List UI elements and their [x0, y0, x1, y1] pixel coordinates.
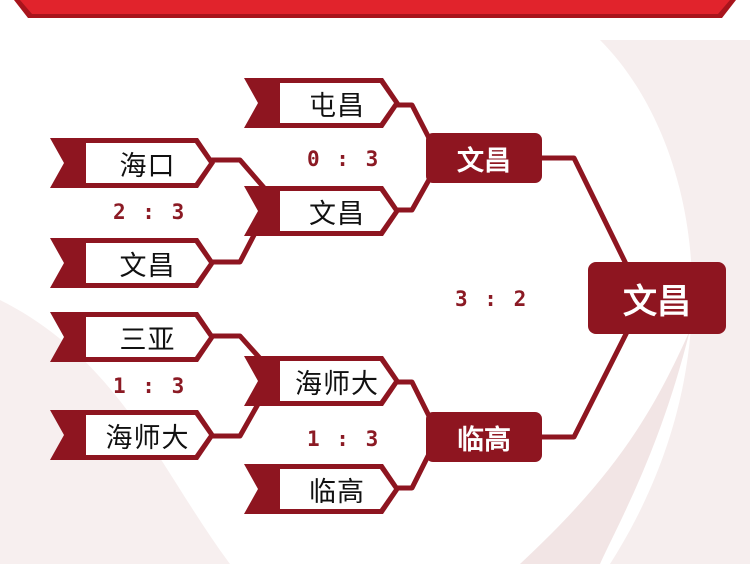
team-name: 海师大 — [105, 422, 190, 454]
team-tag-round1-wenchang: 文昌 — [50, 238, 215, 288]
team-name: 海口 — [119, 150, 176, 182]
team-tag-round1-haikou: 海口 — [50, 138, 215, 188]
tag-shape — [244, 464, 400, 514]
tag-shape — [50, 312, 215, 362]
team-tag-round1-haishida: 海师大 — [50, 410, 215, 460]
semifinal-winner-bottom: 临高 — [426, 412, 542, 462]
champion-box: 文昌 — [588, 262, 726, 334]
team-tag-round2-wenchang: 文昌 — [244, 186, 400, 236]
semifinal-winner-top: 文昌 — [426, 133, 542, 183]
team-tag-round1-sanya: 三亚 — [50, 312, 215, 362]
tag-shape — [50, 138, 215, 188]
tag-shape — [50, 238, 215, 288]
score-final: 3 : 2 — [455, 287, 529, 311]
tag-shape — [244, 78, 400, 128]
team-name: 临高 — [309, 476, 365, 508]
team-name: 文昌 — [309, 198, 365, 230]
header-banner — [14, 0, 736, 18]
score-round1-bottom: 1 : 3 — [113, 374, 187, 398]
team-name: 屯昌 — [309, 90, 365, 122]
score-round2-bottom: 1 : 3 — [307, 427, 381, 451]
team-name: 文昌 — [119, 250, 176, 282]
score-round2-top: 0 : 3 — [307, 147, 381, 171]
team-tag-round2-lingao: 临高 — [244, 464, 400, 514]
team-name: 三亚 — [119, 324, 176, 356]
tag-shape — [244, 186, 400, 236]
team-name: 海师大 — [295, 368, 379, 400]
tag-shape — [50, 410, 215, 460]
tag-shape — [244, 356, 400, 406]
score-round1-top: 2 : 3 — [113, 200, 187, 224]
team-tag-round2-haishida: 海师大 — [244, 356, 400, 406]
team-tag-round2-tunchang: 屯昌 — [244, 78, 400, 128]
